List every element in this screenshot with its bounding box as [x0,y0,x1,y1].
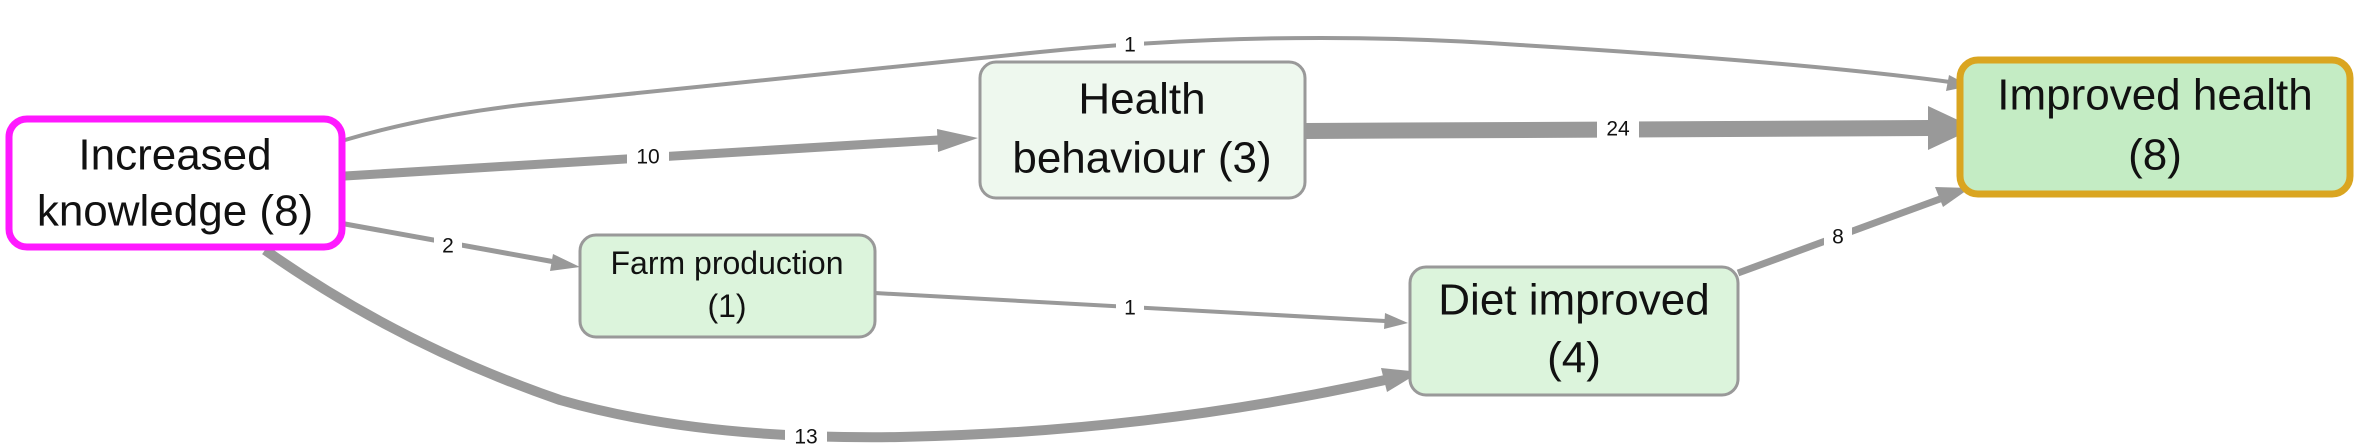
node-label-line2: (4) [1547,334,1601,383]
node-box [1408,265,1740,397]
edge-behaviour-to-health[interactable] [1304,106,1975,150]
arrowhead [1384,313,1408,329]
edge-label-text: 10 [636,146,659,169]
edge-diet-to-health[interactable] [1736,187,1970,277]
edge-label-text: 8 [1832,226,1844,249]
node-label-line1: Diet improved [1438,276,1709,325]
edge-line [262,245,1387,443]
node-label-line2: (8) [2128,131,2182,180]
edge-label-knowledge-to-health: 1 [1116,33,1144,57]
node-label-line2: (1) [707,288,746,324]
edge-label-text: 1 [1124,297,1136,320]
edge-line [344,35,1951,142]
arrowhead [1935,187,1970,207]
node-label-line1: Increased [78,131,271,180]
node-label-line2: behaviour (3) [1012,134,1271,183]
node-label-line1: Farm production [611,245,844,281]
node-diet-improved[interactable]: Diet improved (4) [1408,265,1740,397]
node-improved-health[interactable]: Improved health (8) [1956,56,2354,198]
edge-label-knowledge-to-diet: 13 [785,425,827,448]
edge-label-knowledge-to-farm: 2 [434,234,462,258]
node-health-behaviour[interactable]: Health behaviour (3) [978,60,1307,200]
node-box [1956,56,2354,198]
node-label-line1: Improved health [1997,71,2313,120]
edge-label-text: 13 [794,426,817,448]
edge-label-farm-to-diet: 1 [1116,296,1144,320]
arrowhead [1928,106,1975,150]
edge-label-text: 2 [442,235,454,258]
node-label-line1: Health [1078,75,1205,124]
node-box [5,115,346,251]
nodes: Increased knowledge (8) Health behaviour… [5,56,2354,397]
edge-label-knowledge-to-behaviour: 10 [627,145,669,169]
node-label-line2: knowledge (8) [37,187,313,236]
node-farm-production[interactable]: Farm production (1) [578,233,877,339]
edge-label-behaviour-to-health: 24 [1597,117,1639,141]
edge-labels: 1 10 24 2 1 8 13 [434,33,1852,448]
node-box [978,60,1307,200]
edge-label-text: 24 [1606,118,1630,141]
edge-label-text: 1 [1124,34,1136,57]
arrowhead [550,254,580,271]
edge-label-diet-to-health: 8 [1824,225,1852,249]
node-box [578,233,877,339]
edge-knowledge-to-farm[interactable] [344,221,580,271]
node-increased-knowledge[interactable]: Increased knowledge (8) [5,115,346,251]
arrowhead [937,129,978,152]
